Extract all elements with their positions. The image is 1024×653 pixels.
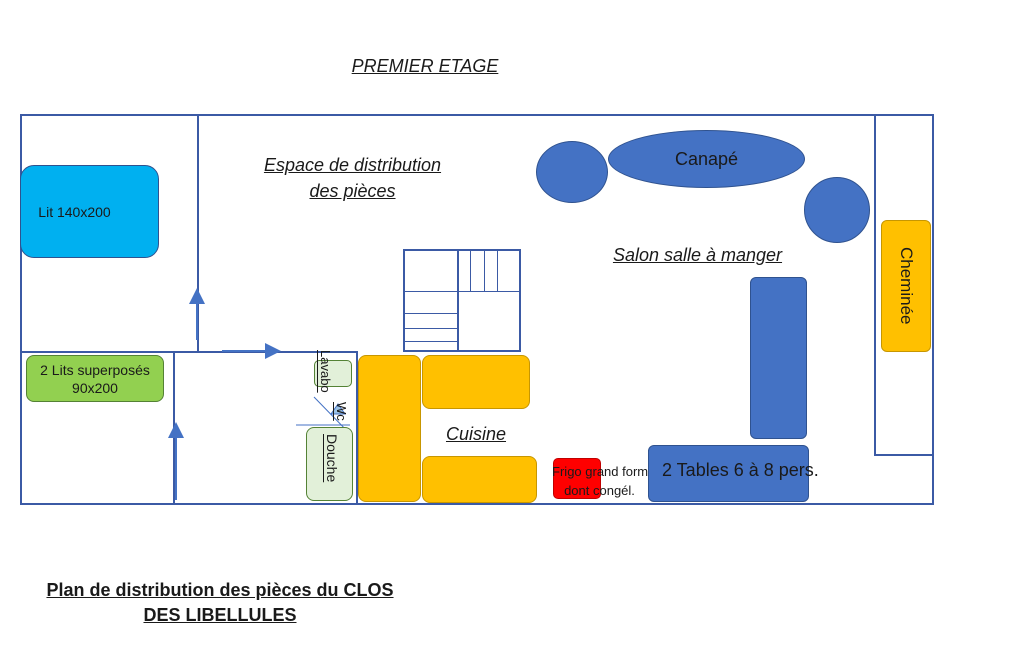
armchair-right [804,177,870,243]
bunk-beds: 2 Lits superposés 90x200 [26,355,164,402]
bed-140x200: Lit 140x200 [20,165,159,258]
plan-title: Plan de distribution des pièces du CLOS … [20,578,420,628]
fridge-label-line1: Frigo grand format [552,464,659,479]
wc-triangle-icon [330,403,346,415]
bunk-label-line2: 90x200 [72,379,118,396]
sofa: Canapé [608,130,805,188]
table-vertical [750,277,807,439]
stair-step [484,249,485,292]
stair-step [403,328,457,329]
room-label-distribution-line2: des pièces [309,181,396,201]
kitchen-counter-top [422,355,530,409]
room-label-distribution-line1: Espace de distribution [263,155,442,175]
staircase [403,249,521,352]
fridge [553,458,601,499]
bunk-label-line1: 2 Lits superposés [40,361,150,378]
stair-step [457,291,521,292]
kitchen-counter-bottom [422,456,537,503]
stair-step [403,291,457,292]
wall-bath-right [356,351,358,505]
sink-label: Lavabo [318,350,333,393]
plan-title-line1: Plan de distribution des pièces du CLOS [46,580,394,600]
stair-step [497,249,498,292]
tables-label: 2 Tables 6 à 8 pers. [662,460,819,480]
room-label-distribution: Espace de distribution des pièces [240,152,465,204]
armchair-left [536,141,608,203]
fireplace: Cheminée [881,220,931,352]
table-horizontal [648,445,809,502]
shower-label: Douche [324,434,340,483]
stair-step [403,313,457,314]
bed-label: Lit 140x200 [38,203,111,220]
wc-label: Wc [334,402,349,421]
floor-title: PREMIER ETAGE [351,56,499,76]
wall-horizontal-mid [20,351,358,353]
kitchen-counter-left [358,355,421,502]
wall-bedroom-right [197,114,199,352]
plan-title-line2: DES LIBELLULES [143,605,297,625]
sink [314,360,352,387]
sofa-label: Canapé [674,148,739,169]
chimney-alcove [874,114,934,456]
fridge-label-line2: dont congél. [564,483,635,498]
stair-step [403,341,457,342]
stair-step [457,249,459,352]
room-label-cuisine: Cuisine [445,424,507,444]
fridge-label: Frigo grand format dont congél. [543,462,668,500]
room-label-salon: Salon salle à manger [612,245,783,265]
stair-step [470,249,471,292]
shower [306,427,353,501]
fireplace-label: Cheminée [897,247,916,325]
